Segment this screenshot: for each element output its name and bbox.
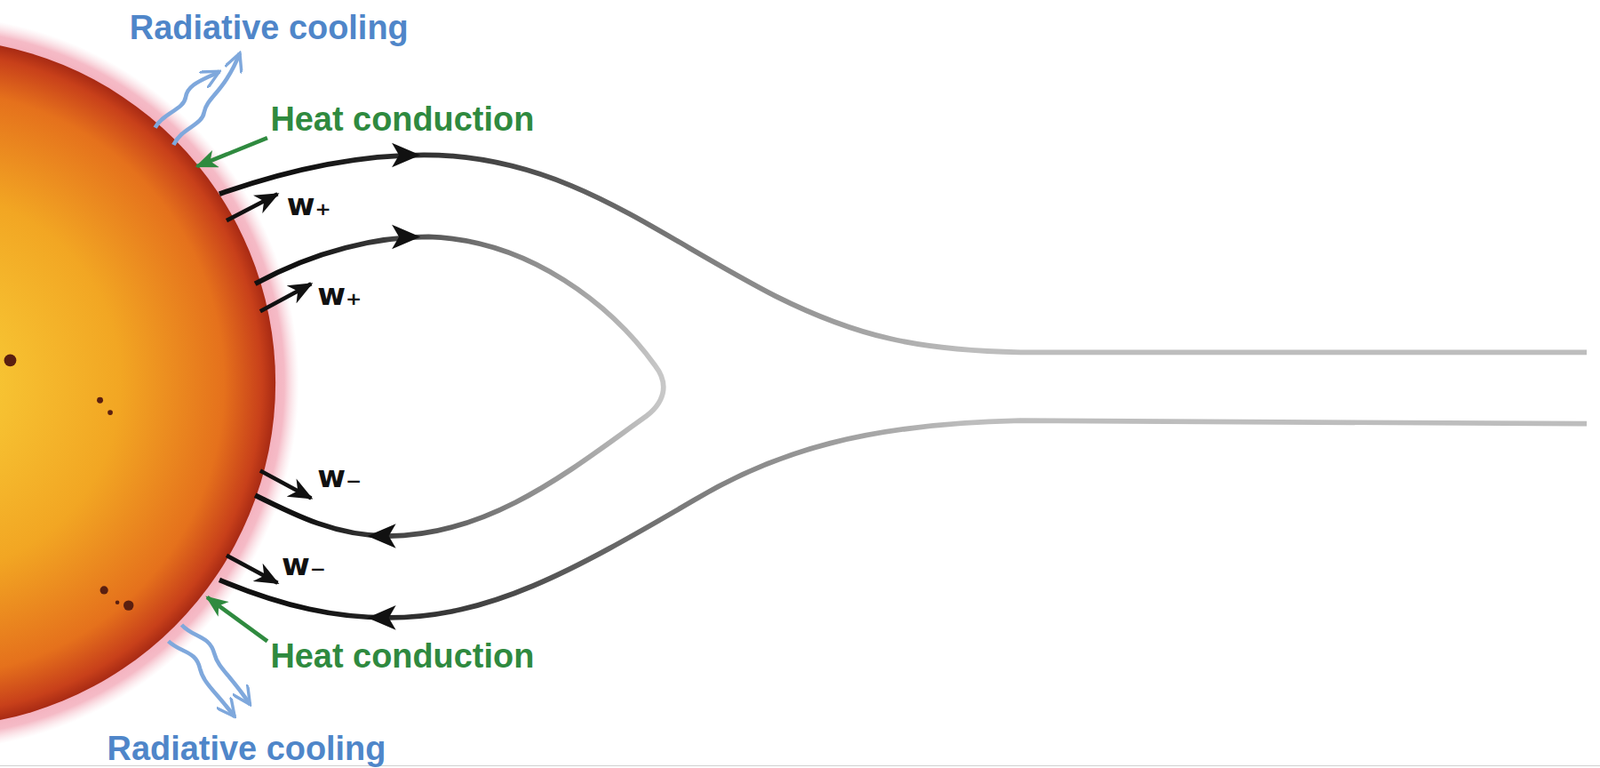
cooling-label: Radiative cooling [107,730,387,765]
sun-disc [0,39,276,727]
wave-label: w₊ [286,190,332,221]
conduction-label: Heat conduction [270,638,534,673]
wave-label: w₋ [281,549,327,580]
bottom-rule [0,764,1600,766]
conduction-label: Heat conduction [270,102,534,136]
heat-conduction-arrows [197,137,268,641]
wave-label: w₋ [317,461,362,492]
sunspots [4,354,135,611]
sun-halo [0,15,300,750]
radiative-cooling-arrows [155,53,251,717]
field-line [254,236,664,536]
field-arrowheads [366,143,421,630]
field-line [219,154,1587,352]
field-line [219,420,1587,618]
cooling-label: Radiative cooling [129,9,409,44]
wave-label: w₊ [317,279,362,311]
wave-flux-arrows [226,193,311,583]
